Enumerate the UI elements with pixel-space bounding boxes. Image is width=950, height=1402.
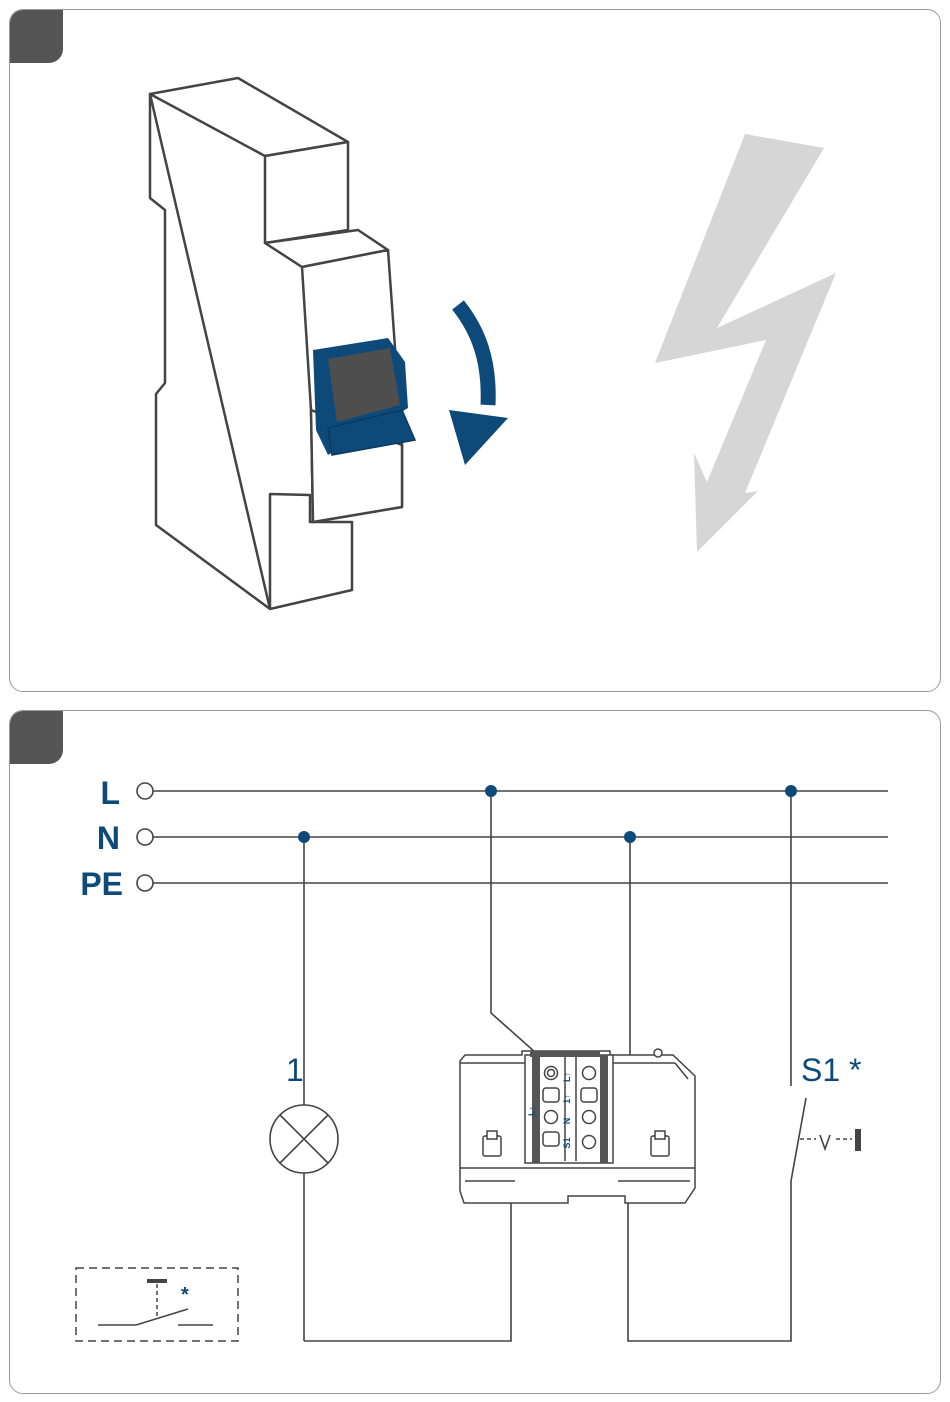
- junction-dot: [298, 831, 310, 843]
- line-label-n: N: [97, 820, 120, 856]
- step-2-panel: L N PE: [9, 710, 941, 1394]
- line-label-l: L: [100, 775, 120, 811]
- turn-down-arrow-icon: [449, 305, 508, 465]
- breaker-toggle: [313, 338, 415, 455]
- terminal-l: [137, 783, 153, 799]
- junction-dot: [624, 831, 636, 843]
- junction-dot: [485, 785, 497, 797]
- pushbutton-legend-icon: [76, 1268, 238, 1341]
- breaker-off-illustration: [10, 10, 941, 692]
- terminal-pe: [137, 875, 153, 891]
- terminal-label-l-out: L↑: [562, 1072, 572, 1082]
- terminal-label-s1: S1: [562, 1137, 572, 1148]
- pushbutton-asterisk: *: [181, 1284, 189, 1306]
- switch-s1-icon: [800, 1129, 858, 1151]
- switch-label: S1 *: [801, 1052, 861, 1088]
- lamp-icon: [270, 1105, 338, 1173]
- line-label-pe: PE: [80, 866, 123, 902]
- terminal-n: [137, 829, 153, 845]
- lightning-bolt-icon: [655, 134, 836, 552]
- junction-dot: [785, 785, 797, 797]
- actuator-module-icon: [460, 1049, 695, 1203]
- terminal-label-l: L↑: [527, 1106, 537, 1116]
- terminal-label-n: N: [562, 1118, 572, 1125]
- step-1-panel: [9, 9, 941, 692]
- lamp-label: 1: [286, 1052, 304, 1088]
- terminal-label-1: 1↑: [562, 1094, 572, 1104]
- wiring-diagram: L N PE: [10, 711, 941, 1394]
